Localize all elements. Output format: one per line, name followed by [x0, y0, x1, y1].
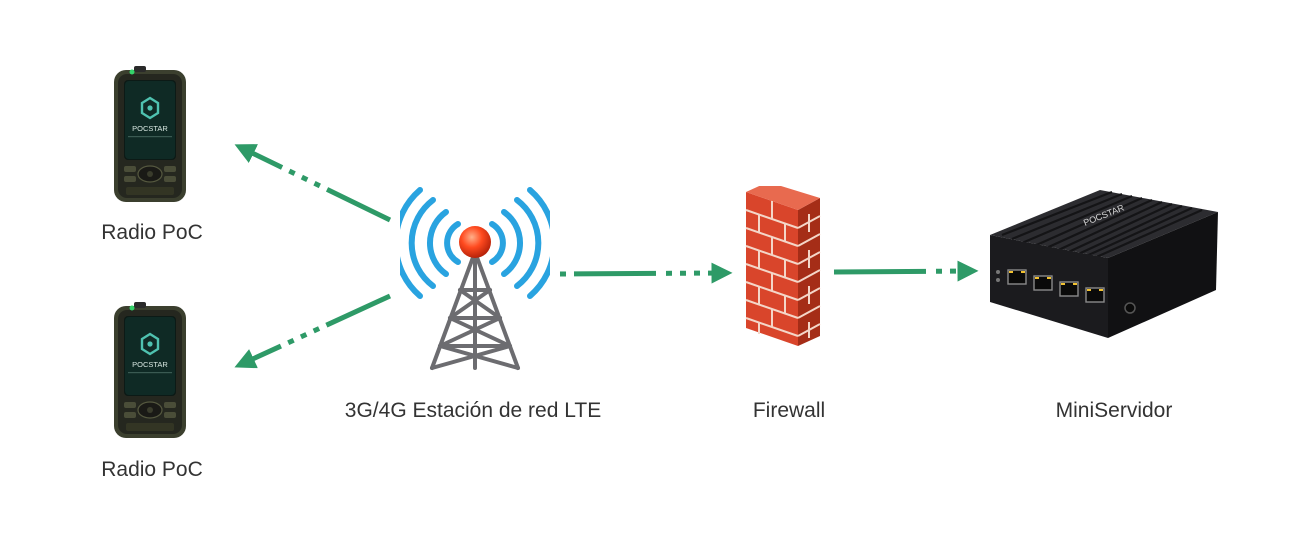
arrow-tower-to-radio-bottom	[234, 293, 392, 369]
server-label: MiniServidor	[1055, 399, 1173, 422]
radio-poc-top: POCSTAR	[110, 66, 190, 206]
radio-poc-bottom: POCSTAR	[110, 302, 190, 442]
radio-brand-bottom: POCSTAR	[132, 360, 168, 369]
arrow-tower-to-radio-top	[234, 144, 392, 223]
radio-brand-top: POCSTAR	[132, 124, 168, 133]
tower-label: 3G/4G Estación de red LTE	[344, 399, 602, 422]
mini-server: POCSTAR	[980, 180, 1225, 350]
radio-device-icon: POCSTAR	[114, 66, 186, 202]
brick-wall-icon	[745, 182, 821, 346]
cell-tower-icon	[392, 187, 558, 370]
arrow-firewall-to-server	[833, 260, 979, 282]
firewall	[740, 182, 826, 352]
arrow-tower-to-firewall	[559, 262, 733, 284]
firewall-label: Firewall	[752, 399, 826, 422]
radio-label-bottom: Radio PoC	[101, 458, 203, 481]
mini-pc-icon: POCSTAR	[990, 190, 1218, 338]
lte-tower	[392, 180, 558, 380]
radio-label-top: Radio PoC	[101, 221, 203, 244]
radio-device-icon: POCSTAR	[114, 302, 186, 438]
